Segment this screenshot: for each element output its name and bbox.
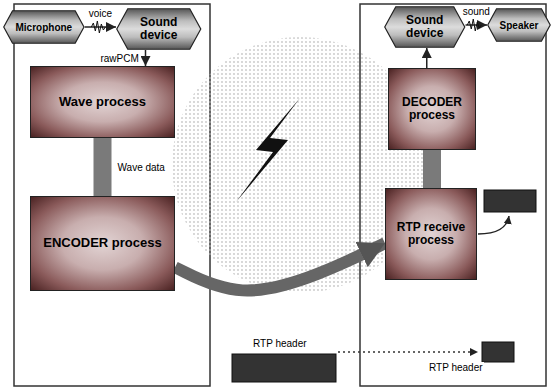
packet-label: RTP header	[428, 362, 484, 373]
edge-label: Wave data	[117, 162, 166, 173]
packet-label: RTP header	[252, 338, 308, 349]
data-bar	[94, 138, 112, 196]
waveform	[467, 19, 481, 31]
data-bar	[423, 150, 441, 188]
hexagon-shape	[385, 7, 465, 48]
process-box: ENCODER process	[30, 196, 175, 291]
packet-block	[482, 342, 514, 362]
node-label: Sound device	[131, 16, 187, 42]
edge-label: sound	[462, 6, 491, 17]
buffer-block	[484, 190, 536, 212]
edge-label: rawPCM	[99, 53, 139, 64]
packet-block	[232, 354, 336, 382]
hexagon-shape	[4, 11, 84, 44]
node-label: Wave process	[59, 95, 146, 109]
node-label: Microphone	[16, 22, 73, 33]
node-label: Sound device	[399, 14, 451, 40]
flow-arrow	[426, 48, 428, 68]
node-label: DECODER process	[396, 96, 468, 122]
edge-label: voice	[88, 8, 113, 19]
hexagon-shape	[488, 9, 550, 42]
dotted-arrow	[338, 351, 478, 353]
process-box: Wave process	[30, 66, 175, 138]
lightning-bolt	[236, 98, 300, 202]
node-label: RTP receive process	[393, 221, 469, 247]
process-box: RTP receive process	[385, 188, 477, 280]
flow-arrow	[145, 50, 147, 66]
device-hexagon: Sound device	[116, 8, 202, 50]
thin-arrow	[478, 216, 509, 234]
device-hexagon: Speaker	[487, 8, 551, 42]
flow-arrow	[175, 243, 385, 290]
receiver-panel	[360, 4, 546, 386]
node-label: ENCODER process	[43, 236, 161, 250]
device-hexagon: Sound device	[384, 6, 466, 48]
node-label: Speaker	[500, 20, 539, 31]
process-box: DECODER process	[388, 68, 476, 150]
waveform	[91, 21, 105, 33]
hexagon-shape	[117, 9, 201, 50]
device-hexagon: Microphone	[3, 10, 85, 44]
